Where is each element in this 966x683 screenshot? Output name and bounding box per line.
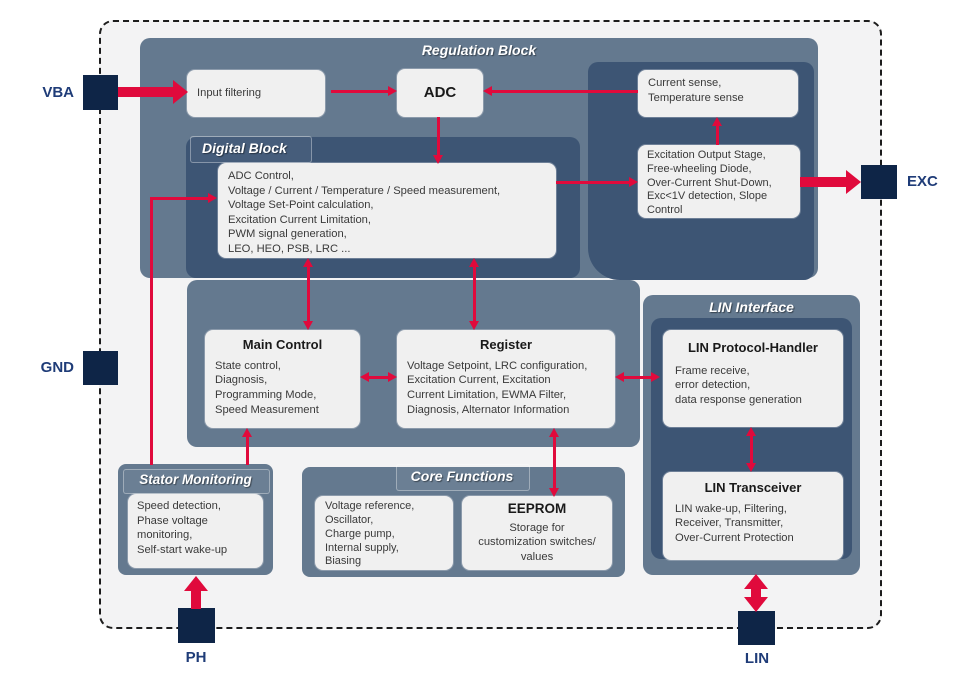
analog-core-text: Voltage reference,Oscillator,Charge pump… [325,500,415,568]
lin-protocol-handler-title: LIN Protocol-Handler [687,340,818,355]
regulation-block-title: Regulation Block [421,42,537,58]
register-box: Register Voltage Setpoint, LRC configura… [397,330,615,428]
lin-protocol-handler-text: Frame receive,error detection,data respo… [675,364,802,407]
digital-functions-text: ADC Control,Voltage / Current / Temperat… [228,170,501,255]
gnd-pin-square [83,351,118,385]
digital-block-title: Digital Block [202,140,287,156]
main-control-text: State control,Diagnosis,Programming Mode… [215,359,319,416]
ph-pin-label: PH [185,649,207,666]
core-functions-title: Core Functions [410,468,514,484]
exc-pin-square [861,165,897,199]
excitation-output-box: Excitation Output Stage,Free-wheeling Di… [638,145,800,218]
gnd-pin-label: GND [40,359,74,376]
lin-interface-title: LIN Interface [709,299,794,315]
lin-pin-square [738,611,775,645]
digital-functions-box: ADC Control,Voltage / Current / Temperat… [218,163,556,258]
eeprom-title: EEPROM [507,501,567,516]
lin-pin-label: LIN [744,650,770,667]
stator-monitoring-tab [123,469,270,494]
register-text: Voltage Setpoint, LRC configuration,Exci… [407,359,588,416]
exc-pin-label: EXC [907,173,938,190]
ph-pin-square [178,608,215,643]
vba-pin-label: VBA [42,84,74,101]
core-functions-tab [396,464,530,491]
sense-box: Current sense,Temperature sense [638,70,798,117]
adc-box: ADC [397,69,483,117]
lin-transceiver-text: LIN wake-up, Filtering,Receiver, Transmi… [675,502,794,545]
digital-block-tab [190,136,312,163]
vba-pin-square [83,75,118,110]
input-filtering-label: Input filtering [197,87,262,100]
excitation-output-text: Excitation Output Stage,Free-wheeling Di… [647,149,772,216]
lin-transceiver-title: LIN Transceiver [704,480,802,495]
main-control-title: Main Control [242,337,323,352]
input-filtering-box: Input filtering [187,70,325,117]
main-control-box: Main Control State control,Diagnosis,Pro… [205,330,360,428]
analog-core-box: Voltage reference,Oscillator,Charge pump… [315,496,453,570]
stator-monitoring-title: Stator Monitoring [139,472,252,487]
sense-text: Current sense,Temperature sense [648,77,744,104]
lin-protocol-handler-box: LIN Protocol-Handler Frame receive,error… [663,330,843,427]
lin-transceiver-box: LIN Transceiver LIN wake-up, Filtering,R… [663,472,843,560]
adc-label: ADC [423,84,457,101]
register-title: Register [479,337,533,352]
